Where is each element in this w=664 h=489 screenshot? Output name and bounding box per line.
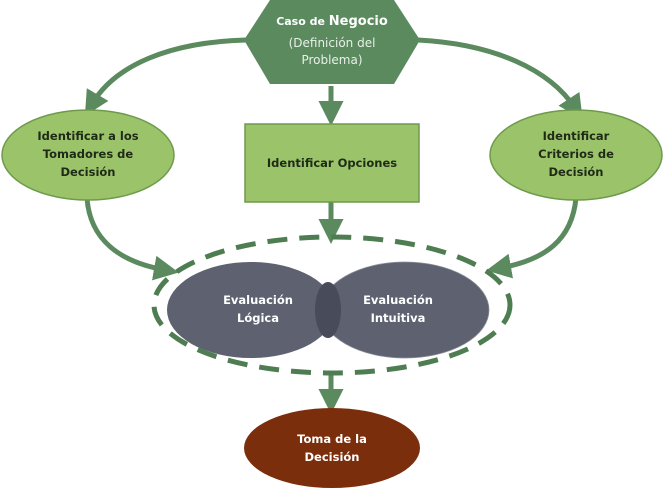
options-label: Identificar Opciones <box>267 156 397 170</box>
business-case-title: Caso de Negocio <box>276 14 388 29</box>
evaluation-venn: Evaluación Lógica Evaluación Intuitiva <box>167 261 490 359</box>
decision-makers-ellipse <box>1 109 175 201</box>
intuitive-evaluation-line1: Evaluación <box>363 293 433 307</box>
business-case-title-emph: Negocio <box>329 14 388 29</box>
decision-makers-line3: Decisión <box>61 165 116 179</box>
decision-makers-line1: Identificar a los <box>37 129 138 143</box>
venn-overlap-region <box>315 282 341 338</box>
business-case-subtitle-line2: Problema) <box>301 53 362 67</box>
criteria-line1: Identificar <box>543 129 610 143</box>
decision-makers-node: Identificar a los Tomadores de Decisión <box>1 109 175 201</box>
decision-line1: Toma de la <box>297 432 367 446</box>
criteria-line2: Criterios de <box>538 147 614 161</box>
arrow-case-to-decision-makers <box>84 37 247 117</box>
options-rectangle <box>244 123 420 203</box>
decision-makers-line2: Tomadores de <box>43 147 134 161</box>
business-case-title-prefix: Caso de <box>276 15 329 28</box>
decision-node: Toma de la Decisión <box>244 408 420 488</box>
options-node: Identificar Opciones <box>244 123 420 203</box>
arrow-decision-makers-to-evaluation <box>84 197 179 281</box>
intuitive-evaluation-ellipse <box>320 261 490 359</box>
criteria-ellipse <box>489 109 663 201</box>
arrow-case-to-criteria <box>417 37 583 120</box>
business-case-subtitle-line1: (Definición del <box>289 36 376 50</box>
decision-ellipse <box>244 408 420 488</box>
decision-line2: Decisión <box>305 450 360 464</box>
criteria-line3: Decisión <box>549 165 604 179</box>
logical-evaluation-ellipse <box>167 262 335 358</box>
criteria-node: Identificar Criterios de Decisión <box>489 109 663 201</box>
evaluation-dashed-boundary <box>151 234 513 376</box>
arrow-criteria-to-evaluation <box>486 197 579 279</box>
business-case-node: Caso de Negocio (Definición del Problema… <box>244 0 420 84</box>
logical-evaluation-line2: Lógica <box>237 311 279 325</box>
intuitive-evaluation-line2: Intuitiva <box>371 311 426 325</box>
business-case-hexagon <box>244 0 420 84</box>
logical-evaluation-line1: Evaluación <box>223 293 293 307</box>
